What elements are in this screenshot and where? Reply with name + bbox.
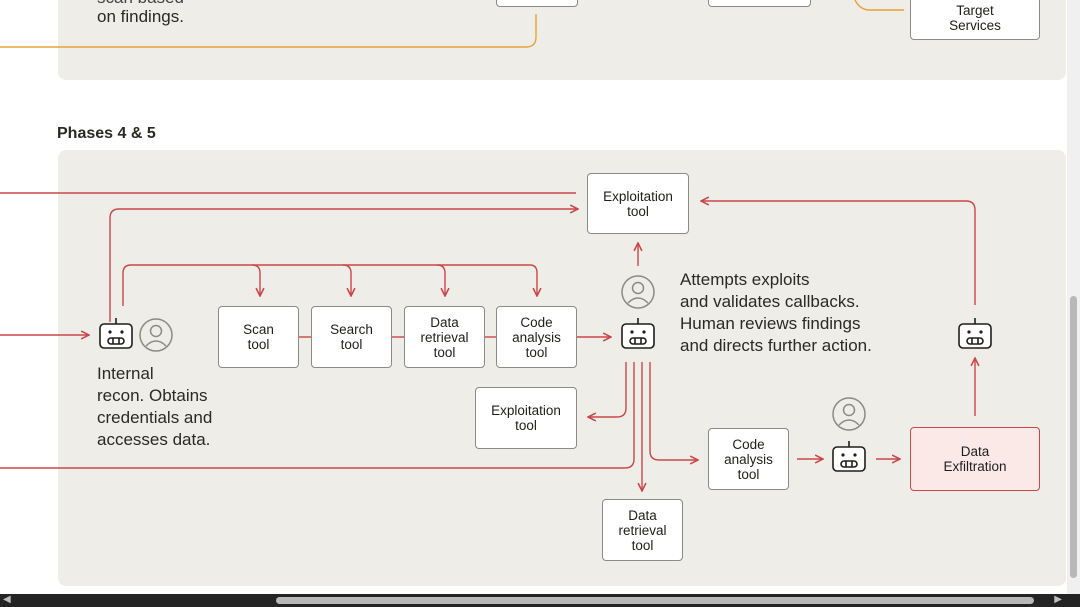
exploitation-tool-box-mid: Exploitation tool — [475, 387, 577, 449]
attempts-line-2: and validates callbacks. — [680, 292, 860, 311]
internal-recon-line-2: recon. Obtains — [97, 386, 208, 405]
code-analysis-tool-box-1: Code analysis tool — [496, 306, 577, 368]
top-box-partial-2 — [708, 0, 811, 7]
attempts-line-3: Human reviews findings — [680, 314, 861, 333]
data-exfiltration-box: Data Exfiltration — [910, 427, 1040, 491]
code-analysis-tool-box-2: Code analysis tool — [708, 428, 789, 490]
phase-panel — [58, 150, 1066, 586]
vertical-scrollbar[interactable] — [1067, 0, 1080, 594]
attempts-line-1: Attempts exploits — [680, 270, 810, 289]
top-text: on findings. — [97, 7, 184, 26]
exploitation-tool-box-top: Exploitation tool — [587, 173, 689, 234]
search-tool-box: Search tool — [311, 306, 392, 368]
person-icon — [139, 275, 866, 431]
attempts-line-4: and directs further action. — [680, 336, 872, 355]
vertical-scroll-thumb[interactable] — [1070, 296, 1077, 578]
orange-connector — [0, 14, 537, 48]
robot-icon — [99, 318, 992, 472]
internal-recon-line-4: accesses data. — [97, 430, 211, 449]
scan-tool-box: Scan tool — [218, 306, 299, 368]
scroll-right-icon[interactable]: ▶ — [1054, 594, 1062, 605]
internal-recon-line-1: Internal — [97, 364, 154, 383]
internal-recon-line-3: credentials and — [97, 408, 213, 427]
data-retrieval-tool-box-1: Data retrieval tool — [404, 306, 485, 368]
scroll-left-icon[interactable]: ◀ — [3, 594, 11, 605]
horizontal-scroll-thumb[interactable] — [276, 597, 1034, 604]
data-retrieval-tool-box-2: Data retrieval tool — [602, 499, 683, 561]
top-panel — [58, 0, 1066, 80]
top-text-partial: scan based — [97, 0, 184, 9]
horizontal-scrollbar[interactable]: ◀ ▶ — [0, 594, 1080, 607]
phase-heading: Phases 4 & 5 — [57, 125, 156, 142]
orange-connector-right — [854, 0, 904, 11]
top-box-partial-1 — [496, 0, 578, 7]
target-services-box: Target Services — [910, 0, 1040, 40]
